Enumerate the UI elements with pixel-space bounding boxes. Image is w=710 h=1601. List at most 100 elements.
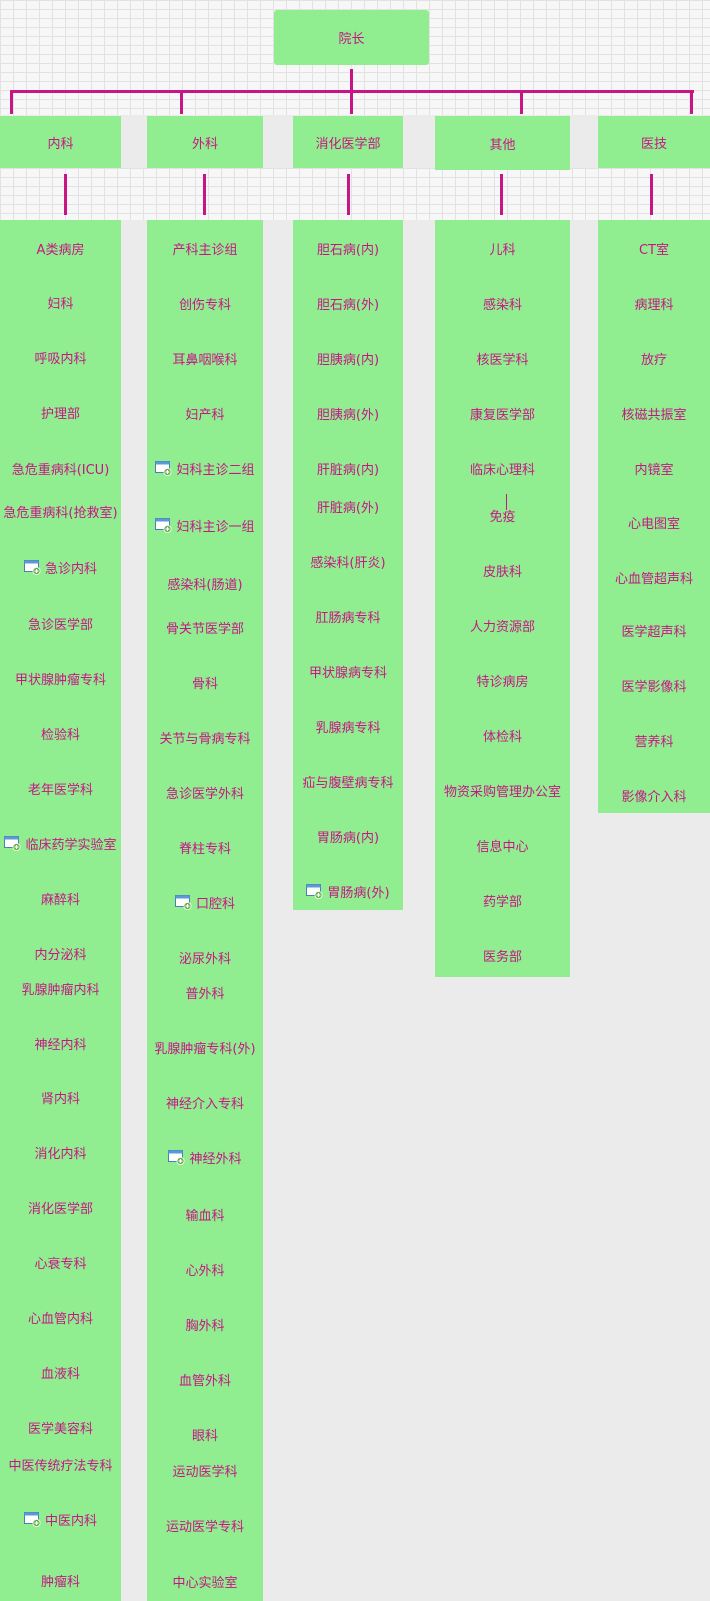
list-item[interactable]: 感染科 — [435, 293, 570, 313]
list-item[interactable]: 胆胰病(内) — [293, 348, 403, 368]
list-item[interactable]: CT室 — [598, 238, 710, 258]
list-item[interactable]: 感染科(肠道) — [147, 573, 263, 593]
list-item[interactable]: 心血管超声科 — [598, 567, 710, 587]
list-item[interactable]: 皮肤科 — [435, 560, 570, 580]
list-item[interactable]: 呼吸内科 — [0, 347, 121, 367]
list-item[interactable]: 运动医学专科 — [147, 1515, 263, 1535]
list-item[interactable]: 消化医学部 — [0, 1197, 121, 1217]
list-item[interactable]: 耳鼻咽喉科 — [147, 348, 263, 368]
list-item[interactable]: 胆石病(外) — [293, 293, 403, 313]
list-item[interactable]: 神经介入专科 — [147, 1092, 263, 1112]
list-item[interactable]: 儿科 — [435, 238, 570, 258]
list-item[interactable]: 关节与骨病专科 — [147, 727, 263, 747]
column-header-neike[interactable]: 内科 — [0, 116, 121, 168]
list-item[interactable]: 信息中心 — [435, 835, 570, 855]
list-item[interactable]: 疝与腹壁病专科 — [293, 771, 403, 791]
list-item[interactable]: 神经内科 — [0, 1033, 121, 1053]
list-item[interactable]: 胃肠病(外) — [293, 881, 403, 901]
list-item[interactable]: 康复医学部 — [435, 403, 570, 423]
list-item[interactable]: 麻醉科 — [0, 888, 121, 908]
list-item[interactable]: 体检科 — [435, 725, 570, 745]
list-item[interactable]: 病理科 — [598, 293, 710, 313]
list-item[interactable]: 肛肠病专科 — [293, 606, 403, 626]
list-item[interactable]: 中医传统疗法专科 — [0, 1454, 121, 1474]
root-node[interactable]: 院长 — [274, 10, 429, 65]
list-item[interactable]: 中医内科 — [0, 1509, 121, 1529]
list-item[interactable]: 急危重病科(抢救室) — [0, 501, 121, 521]
list-item-label: 胃肠病(内) — [316, 830, 380, 846]
list-item[interactable]: 甲状腺肿瘤专科 — [0, 668, 121, 688]
list-item[interactable]: 妇科主诊一组 — [147, 515, 263, 535]
list-item[interactable]: 护理部 — [0, 402, 121, 422]
list-item[interactable]: 药学部 — [435, 890, 570, 910]
list-item[interactable]: 消化内科 — [0, 1142, 121, 1162]
list-item[interactable]: 内分泌科 — [0, 943, 121, 963]
list-item[interactable]: 心血管内科 — [0, 1307, 121, 1327]
list-item[interactable]: 特诊病房 — [435, 670, 570, 690]
list-item[interactable]: 肿瘤科 — [0, 1570, 121, 1590]
list-item[interactable]: 急危重病科(ICU) — [0, 458, 121, 478]
list-item[interactable]: 老年医学科 — [0, 778, 121, 798]
column-list-neike: A类病房妇科呼吸内科护理部急危重病科(ICU) 急危重病科(抢救室) 急诊内科急诊医… — [0, 220, 121, 1601]
list-item[interactable]: 妇科 — [0, 292, 121, 312]
list-item-label: 心外科 — [185, 1263, 225, 1279]
list-item[interactable]: 泌尿外科 — [147, 947, 263, 967]
column-header-xiaohua[interactable]: 消化医学部 — [293, 116, 403, 168]
list-item[interactable]: 血管外科 — [147, 1369, 263, 1389]
list-item[interactable]: 感染科(肝炎) — [293, 551, 403, 571]
list-item[interactable]: 医学影像科 — [598, 675, 710, 695]
list-item[interactable]: 肝脏病(外) — [293, 496, 403, 516]
list-item[interactable]: 乳腺肿瘤专科(外) — [147, 1037, 263, 1057]
list-item[interactable]: 眼科 — [147, 1424, 263, 1444]
list-item[interactable]: 放疗 — [598, 348, 710, 368]
list-item[interactable]: 物资采购管理办公室 — [435, 780, 570, 800]
list-item[interactable]: 心外科 — [147, 1259, 263, 1279]
list-item[interactable]: 产科主诊组 — [147, 238, 263, 258]
list-item[interactable]: 免疫 — [435, 505, 570, 525]
list-item[interactable]: 核磁共振室 — [598, 403, 710, 423]
list-item[interactable]: 临床心理科 — [435, 458, 570, 478]
list-item[interactable]: 心衰专科 — [0, 1252, 121, 1272]
list-item[interactable]: 检验科 — [0, 723, 121, 743]
list-item[interactable]: 急诊内科 — [0, 557, 121, 577]
list-item[interactable]: 人力资源部 — [435, 615, 570, 635]
list-item[interactable]: 妇产科 — [147, 403, 263, 423]
list-item[interactable]: 心电图室 — [598, 512, 710, 532]
list-item[interactable]: 运动医学科 — [147, 1460, 263, 1480]
list-item[interactable]: 输血科 — [147, 1204, 263, 1224]
list-item-label: 免疫 — [489, 509, 516, 525]
list-item[interactable]: 乳腺肿瘤内科 — [0, 978, 121, 998]
list-item[interactable]: A类病房 — [0, 238, 121, 258]
list-item[interactable]: 神经外科 — [147, 1147, 263, 1167]
list-item[interactable]: 口腔科 — [147, 892, 263, 912]
list-item[interactable]: 肾内科 — [0, 1087, 121, 1107]
list-item[interactable]: 急诊医学部 — [0, 613, 121, 633]
list-item[interactable]: 脊柱专科 — [147, 837, 263, 857]
list-item[interactable]: 甲状腺病专科 — [293, 661, 403, 681]
list-item[interactable]: 创伤专科 — [147, 293, 263, 313]
list-item[interactable]: 胆胰病(外) — [293, 403, 403, 423]
column-header-yiji[interactable]: 医技 — [598, 116, 710, 168]
list-item[interactable]: 急诊医学外科 — [147, 782, 263, 802]
list-item[interactable]: 骨关节医学部 — [147, 617, 263, 637]
list-item[interactable]: 妇科主诊二组 — [147, 458, 263, 478]
list-item[interactable]: 医学超声科 — [598, 620, 710, 640]
list-item[interactable]: 营养科 — [598, 730, 710, 750]
list-item[interactable]: 核医学科 — [435, 348, 570, 368]
list-item[interactable]: 临床药学实验室 — [0, 833, 121, 853]
list-item[interactable]: 中心实验室 — [147, 1571, 263, 1591]
list-item[interactable]: 医务部 — [435, 945, 570, 965]
list-item[interactable]: 医学美容科 — [0, 1417, 121, 1437]
list-item[interactable]: 胸外科 — [147, 1314, 263, 1334]
list-item[interactable]: 乳腺病专科 — [293, 716, 403, 736]
list-item[interactable]: 胆石病(内) — [293, 238, 403, 258]
list-item[interactable]: 普外科 — [147, 982, 263, 1002]
list-item[interactable]: 血液科 — [0, 1362, 121, 1382]
column-header-waike[interactable]: 外科 — [147, 116, 263, 168]
list-item[interactable]: 肝脏病(内) — [293, 458, 403, 478]
list-item[interactable]: 胃肠病(内) — [293, 826, 403, 846]
column-header-qita[interactable]: 其他 — [435, 116, 570, 170]
list-item[interactable]: 骨科 — [147, 672, 263, 692]
list-item[interactable]: 内镜室 — [598, 458, 710, 478]
list-item[interactable]: 影像介入科 — [598, 785, 710, 805]
